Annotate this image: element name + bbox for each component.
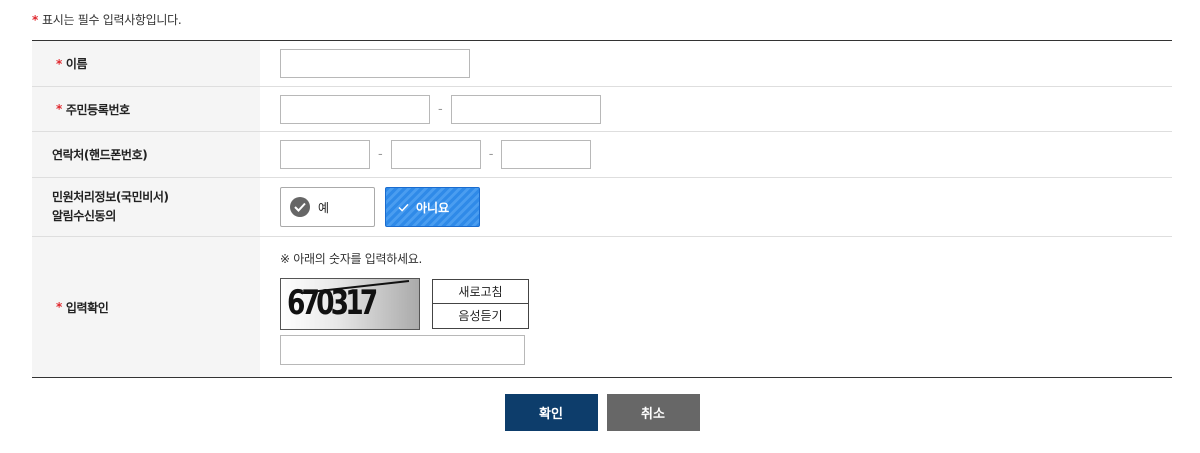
consent-yes-option[interactable]: 예 bbox=[280, 187, 375, 227]
cancel-button[interactable]: 취소 bbox=[606, 394, 700, 431]
rrn-value: - bbox=[260, 87, 1172, 131]
confirm-button[interactable]: 확인 bbox=[504, 394, 598, 431]
consent-row: 민원처리정보(국민비서) 알림수신동의 예 아니요 bbox=[32, 178, 1172, 237]
phone-value: - - bbox=[260, 132, 1172, 177]
name-label-text: 이름 bbox=[65, 57, 88, 71]
captcha-label: * 입력확인 bbox=[32, 237, 260, 377]
captcha-refresh-button[interactable]: 새로고침 bbox=[432, 278, 529, 304]
captcha-label-text: 입력확인 bbox=[65, 300, 109, 315]
captcha-noise-line bbox=[300, 279, 410, 294]
captcha-audio-button[interactable]: 음성듣기 bbox=[432, 303, 529, 329]
consent-yes-label: 예 bbox=[318, 200, 330, 215]
name-row: * 이름 bbox=[32, 41, 1172, 87]
consent-no-label: 아니요 bbox=[416, 200, 450, 215]
name-value bbox=[260, 41, 1172, 86]
name-input[interactable] bbox=[280, 49, 470, 78]
phone-row: 연락처(핸드폰번호) - - bbox=[32, 132, 1172, 178]
required-star: * bbox=[56, 300, 62, 314]
name-label: * 이름 bbox=[32, 41, 260, 86]
rrn-label: * 주민등록번호 bbox=[32, 87, 260, 131]
required-star: * bbox=[56, 56, 62, 71]
phone-label: 연락처(핸드폰번호) bbox=[32, 132, 260, 177]
phone-last-input[interactable] bbox=[501, 140, 592, 169]
check-icon bbox=[290, 197, 310, 217]
required-notice-text: 표시는 필수 입력사항입니다. bbox=[41, 13, 182, 27]
phone-separator-2: - bbox=[488, 147, 494, 162]
captcha-line: 670317 새로고침 음성듣기 bbox=[280, 277, 529, 330]
rrn-front-input[interactable] bbox=[280, 94, 430, 124]
rrn-back-input[interactable] bbox=[450, 94, 601, 124]
required-notice: *표시는 필수 입력사항입니다. bbox=[32, 11, 182, 28]
rrn-row: * 주민등록번호 - bbox=[32, 87, 1172, 132]
captcha-input[interactable] bbox=[280, 334, 525, 365]
consent-label: 민원처리정보(국민비서) 알림수신동의 bbox=[32, 178, 260, 236]
captcha-block: ※ 아래의 숫자를 입력하세요. 670317 새로고침 음성듣기 bbox=[280, 250, 529, 365]
captcha-row: * 입력확인 ※ 아래의 숫자를 입력하세요. 670317 새로고침 음성듣기 bbox=[32, 237, 1172, 377]
captcha-value: ※ 아래의 숫자를 입력하세요. 670317 새로고침 음성듣기 bbox=[260, 237, 1172, 377]
consent-no-option[interactable]: 아니요 bbox=[385, 187, 480, 227]
captcha-image: 670317 bbox=[280, 277, 420, 330]
phone-middle-input[interactable] bbox=[390, 140, 481, 169]
rrn-label-text: 주민등록번호 bbox=[65, 102, 130, 117]
consent-label-line2: 알림수신동의 bbox=[52, 209, 116, 223]
check-icon bbox=[398, 203, 409, 212]
form-actions: 확인 취소 bbox=[0, 394, 1200, 431]
captcha-note: ※ 아래의 숫자를 입력하세요. bbox=[280, 251, 422, 266]
phone-separator-1: - bbox=[378, 147, 383, 162]
captcha-buttons: 새로고침 음성듣기 bbox=[432, 278, 529, 329]
consent-value: 예 아니요 bbox=[260, 178, 1172, 236]
application-form: * 이름 * 주민등록번호 - 연락처(핸드폰번호) - - bbox=[32, 40, 1172, 378]
required-star: * bbox=[56, 102, 62, 116]
required-star: * bbox=[32, 13, 38, 27]
rrn-separator: - bbox=[438, 101, 443, 117]
phone-first-input[interactable] bbox=[280, 140, 370, 169]
consent-label-line1: 민원처리정보(국민비서) bbox=[52, 190, 169, 204]
